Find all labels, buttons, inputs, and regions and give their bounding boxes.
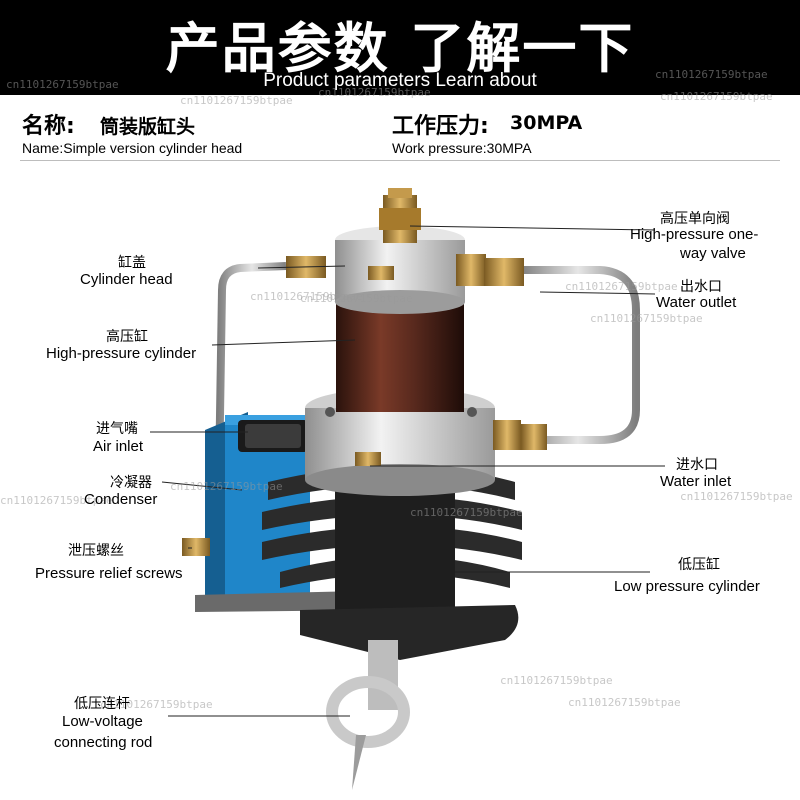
label-connecting-rod-cn: 低压连杆 (74, 696, 130, 712)
pressure-en: Work pressure:30MPA (392, 140, 532, 156)
label-water-outlet-en: Water outlet (656, 294, 737, 311)
right-steel-tube (520, 266, 640, 444)
crankcase-bottom (300, 605, 519, 660)
left-steel-tube (214, 262, 287, 541)
svg-text:cn1101267159btpae: cn1101267159btpae (170, 480, 283, 493)
connecting-rod (326, 640, 410, 790)
label-check-valve-en1: High-pressure one- (630, 226, 759, 243)
label-low-pressure-cylinder-cn: 低压缸 (678, 557, 720, 573)
label-condenser-cn: 冷凝器 (110, 475, 152, 491)
header-divider (20, 160, 780, 161)
label-high-pressure-cylinder-cn: 高压缸 (106, 329, 148, 345)
label-condenser-en: Condenser (84, 491, 158, 508)
label-air-inlet-en: Air inlet (93, 438, 144, 455)
label-cylinder-head-cn: 缸盖 (118, 255, 146, 271)
svg-text:cn1101267159btpae: cn1101267159btpae (660, 90, 773, 103)
svg-text:cn1101267159btpae: cn1101267159btpae (250, 290, 363, 303)
label-check-valve-cn: 高压单向阀 (660, 211, 730, 227)
label-connecting-rod-en2: connecting rod (54, 734, 153, 751)
label-water-outlet-cn: 出水口 (680, 279, 722, 295)
label-pressure-relief-en: Pressure relief screws (35, 565, 183, 582)
header-banner: 产品参数 了解一下 Product parameters Learn about (0, 0, 800, 95)
label-air-inlet-cn: 进气嘴 (96, 421, 138, 437)
label-check-valve-en2: way valve (680, 245, 746, 262)
banner-title: 产品参数 了解一下 (165, 17, 635, 80)
brass-fittings (182, 254, 547, 556)
high-pressure-cylinder-barrel (336, 300, 464, 412)
svg-text:cn1101267159btpae: cn1101267159btpae (6, 78, 119, 91)
svg-text:cn1101267159btpae: cn1101267159btpae (565, 280, 678, 293)
svg-text:cn1101267159btpae: cn1101267159btpae (318, 86, 431, 99)
label-low-pressure-cylinder-en: Low pressure cylinder (614, 578, 760, 595)
svg-text:cn1101267159btpae: cn1101267159btpae (655, 68, 768, 81)
watermarks: cn1101267159btpae cn1101267159btpae cn11… (0, 68, 793, 711)
name-en: Name:Simple version cylinder head (22, 140, 243, 156)
banner-subtitle: Product parameters Learn about (263, 70, 537, 91)
svg-text:cn1101267159btpae: cn1101267159btpae (100, 698, 213, 711)
label-pressure-relief-cn: 泄压螺丝 (68, 543, 124, 559)
label-water-inlet-en: Water inlet (660, 473, 732, 490)
label-cylinder-head-en: Cylinder head (80, 271, 173, 288)
svg-text:cn1101267159btpae: cn1101267159btpae (568, 696, 681, 709)
name-value: 筒装版缸头 (100, 116, 196, 138)
label-high-pressure-cylinder-en: High-pressure cylinder (46, 345, 197, 362)
svg-text:cn1101267159btpae: cn1101267159btpae (300, 292, 413, 305)
leader-lines (150, 225, 665, 717)
check-valve-fitting (379, 188, 421, 243)
svg-text:cn1101267159btpae: cn1101267159btpae (590, 312, 703, 325)
label-connecting-rod-en1: Low-voltage (62, 713, 143, 730)
svg-text:cn1101267159btpae: cn1101267159btpae (500, 674, 613, 687)
pressure-value: 30MPA (510, 112, 583, 134)
pressure-label: 工作压力: (392, 114, 489, 139)
svg-text:cn1101267159btpae: cn1101267159btpae (680, 490, 793, 503)
svg-text:cn1101267159btpae: cn1101267159btpae (0, 494, 113, 507)
name-label: 名称: (22, 114, 75, 139)
air-inlet-fitting (238, 420, 308, 452)
label-water-inlet-cn: 进水口 (676, 457, 718, 473)
svg-text:cn1101267159btpae: cn1101267159btpae (410, 506, 523, 519)
svg-text:cn1101267159btpae: cn1101267159btpae (180, 94, 293, 107)
